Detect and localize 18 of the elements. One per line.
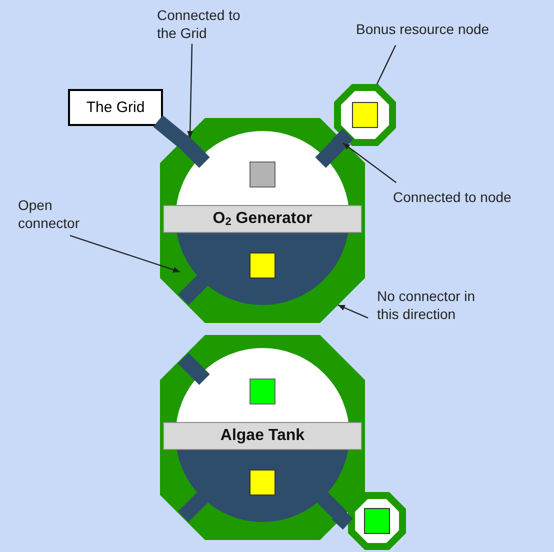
bonus-node	[348, 492, 406, 550]
annotation-text: No connector in this direction	[377, 287, 497, 323]
leader-line	[187, 44, 194, 138]
leader-line	[70, 235, 180, 273]
module-tile	[160, 335, 365, 540]
leader-line	[338, 304, 368, 319]
bonus-node	[334, 84, 396, 146]
connector-bar	[153, 115, 191, 150]
leader-line	[376, 44, 396, 84]
annotation-text: Connected to node	[393, 188, 553, 206]
annotation-text: Open connector	[18, 196, 98, 232]
module-label: O$_{2}$ Generator	[163, 205, 362, 233]
module-label: Algae Tank	[163, 422, 362, 450]
leader-line	[342, 142, 397, 184]
grid-box: The Grid	[68, 89, 163, 126]
annotation-text: Bonus resource node	[356, 20, 536, 38]
module-tile	[160, 118, 365, 323]
annotation-text: Connected to the Grid	[157, 6, 257, 42]
